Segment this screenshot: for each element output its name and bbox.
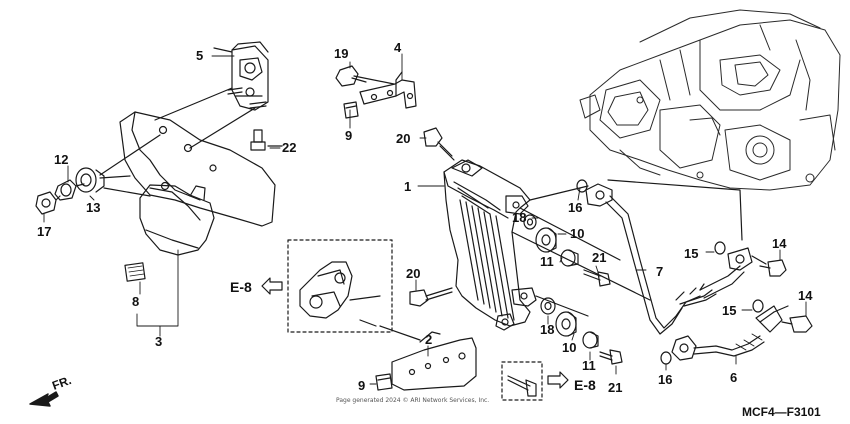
mount-lower-washer-18 bbox=[540, 297, 556, 315]
bolt-20-top bbox=[423, 127, 455, 161]
bolt-21-lower bbox=[599, 349, 623, 365]
callout-7: 7 bbox=[656, 264, 663, 279]
bolt-14-lower bbox=[781, 315, 813, 333]
collar-12 bbox=[54, 179, 85, 201]
callout-16: 16 bbox=[568, 200, 582, 215]
callout-9: 9 bbox=[345, 128, 352, 143]
callout-19: 19 bbox=[334, 46, 348, 61]
callout-15-lower: 15 bbox=[722, 303, 736, 318]
bolt-19 bbox=[335, 65, 367, 87]
callout-21: 21 bbox=[592, 250, 606, 265]
callout-9-lower: 9 bbox=[358, 378, 365, 393]
leader-grommet-2 bbox=[103, 187, 151, 197]
o-ring-15-upper bbox=[714, 241, 726, 255]
heat-shield bbox=[139, 184, 215, 256]
callout-22: 22 bbox=[282, 140, 296, 155]
section-ref-right: E-8 bbox=[574, 377, 596, 393]
callout-2: 2 bbox=[425, 332, 432, 347]
leader-grommet bbox=[99, 134, 161, 176]
callout-8: 8 bbox=[132, 294, 139, 309]
bolt-14-upper bbox=[759, 259, 787, 277]
grommet-13 bbox=[75, 167, 131, 193]
oil-hose-6 bbox=[671, 305, 789, 361]
callout-11: 11 bbox=[540, 254, 554, 269]
detail-box-frame bbox=[287, 239, 393, 333]
callout-1: 1 bbox=[404, 179, 411, 194]
callout-11-lower: 11 bbox=[582, 358, 596, 373]
callout-18-lower: 18 bbox=[540, 322, 554, 337]
callout-18: 18 bbox=[512, 210, 526, 225]
callout-6: 6 bbox=[730, 370, 737, 385]
callout-numbers: 5 19 4 9 22 20 12 13 17 1 16 18 10 11 21… bbox=[37, 40, 813, 395]
o-ring-16-upper bbox=[576, 179, 588, 193]
oil-cooler bbox=[443, 159, 651, 331]
callout-21-lower: 21 bbox=[608, 380, 622, 395]
callout-14: 14 bbox=[772, 236, 787, 251]
callout-20-lower: 20 bbox=[406, 266, 420, 281]
mount-upper-washer-18 bbox=[523, 214, 537, 230]
callout-3: 3 bbox=[155, 334, 162, 349]
rubber-pad-8 bbox=[124, 262, 146, 282]
mount-upper-collar-11 bbox=[560, 249, 579, 267]
callout-14-lower: 14 bbox=[798, 288, 813, 303]
callout-15: 15 bbox=[684, 246, 698, 261]
o-ring-15-lower bbox=[752, 299, 764, 313]
diagram-code: MCF4—F3101 bbox=[742, 405, 821, 419]
bolt-20-lower bbox=[409, 287, 453, 307]
arrow-left-e8 bbox=[261, 277, 283, 295]
direction-label: FR. bbox=[50, 373, 73, 393]
nut-17 bbox=[35, 191, 61, 215]
clip-9-bottom bbox=[375, 373, 393, 391]
arrow-right-e8 bbox=[547, 371, 569, 389]
footer-watermark: Page generated 2024 © ARI Network Servic… bbox=[336, 397, 489, 404]
callout-5: 5 bbox=[196, 48, 203, 63]
bolt-22 bbox=[250, 129, 283, 151]
leader-lines bbox=[43, 53, 807, 385]
clip-9-top bbox=[343, 101, 359, 119]
callout-4: 4 bbox=[394, 40, 402, 55]
callout-20: 20 bbox=[396, 131, 410, 146]
callout-10: 10 bbox=[570, 226, 584, 241]
callout-17: 17 bbox=[37, 224, 51, 239]
mount-lower-collar-11 bbox=[582, 331, 599, 349]
mount-lower-rubber-10 bbox=[555, 311, 577, 337]
detail-box-bolt bbox=[501, 361, 543, 401]
mount-upper-rubber-10 bbox=[535, 227, 557, 253]
section-ref-left: E-8 bbox=[230, 279, 252, 295]
oil-pipe-7 bbox=[585, 179, 767, 335]
callout-16-lower: 16 bbox=[658, 372, 672, 387]
callout-13: 13 bbox=[86, 200, 100, 215]
o-ring-16-lower bbox=[660, 351, 672, 365]
bracket-4 bbox=[353, 71, 417, 109]
bracket-assembly-5 bbox=[213, 41, 269, 111]
fr-direction-arrow bbox=[29, 391, 59, 407]
bolt-21-upper bbox=[583, 269, 611, 287]
bracket-2 bbox=[379, 325, 477, 391]
callout-10-lower: 10 bbox=[562, 340, 576, 355]
engine-illustration bbox=[579, 9, 841, 191]
callout-12: 12 bbox=[54, 152, 68, 167]
